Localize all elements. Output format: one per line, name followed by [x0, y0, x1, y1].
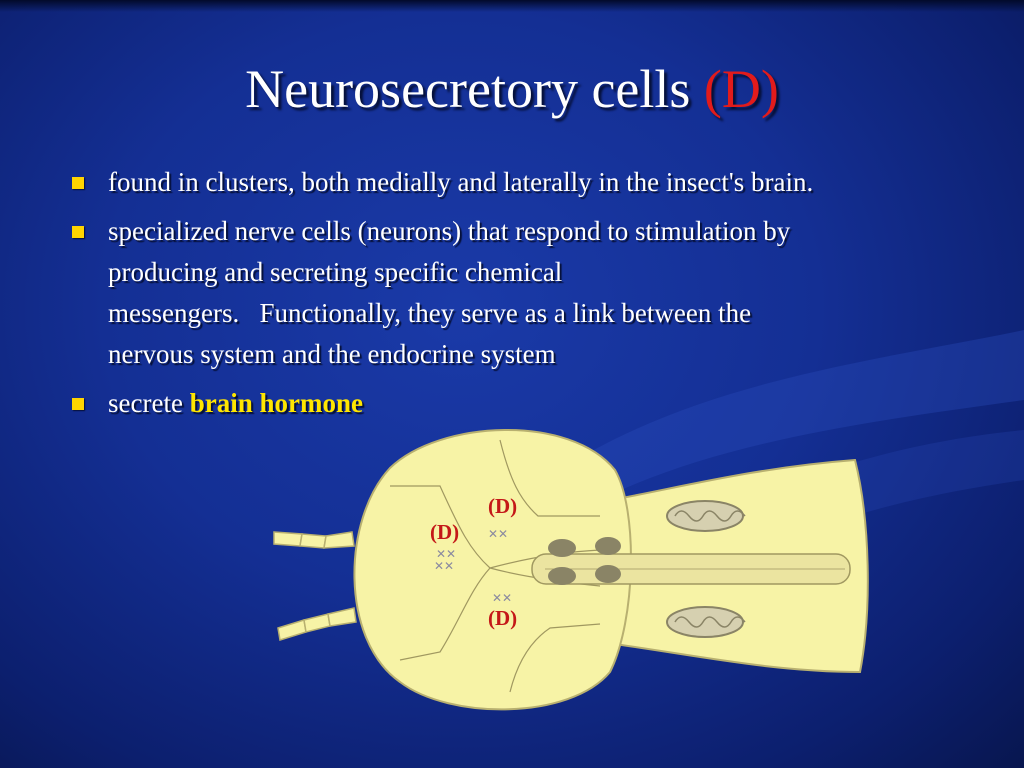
- cell-markers: ✕✕ ✕✕ ✕✕ ✕✕: [434, 527, 512, 605]
- label-d-upper: (D): [488, 494, 518, 518]
- slide-title: Neurosecretory cells (D): [0, 58, 1024, 120]
- bullet-marker: [72, 177, 84, 189]
- gland-lower: [666, 606, 746, 638]
- bullet-list: found in clusters, both medially and lat…: [70, 162, 980, 432]
- ventral-nerve-cord: [531, 537, 851, 585]
- title-accent-text: (D): [703, 59, 779, 119]
- bullet-text-line: producing and secreting specific chemica…: [108, 257, 563, 287]
- title-main-text: Neurosecretory cells: [245, 59, 691, 119]
- insect-brain-diagram: ✕✕ ✕✕ ✕✕ ✕✕ (D) (D) (D): [270, 420, 880, 720]
- bullet-prefix: secrete: [108, 388, 190, 418]
- bullet-text: found in clusters, both medially and lat…: [108, 167, 814, 197]
- bullet-text-line: messengers. Functionally, they serve as …: [108, 298, 752, 328]
- svg-text:✕✕: ✕✕: [488, 527, 508, 541]
- head-capsule: [353, 429, 632, 711]
- svg-text:✕✕: ✕✕: [492, 591, 512, 605]
- slide-top-band: [0, 0, 1024, 12]
- bullet-item-secrete: secrete brain hormone: [70, 383, 980, 424]
- brain-hormone-highlight: brain hormone: [189, 388, 363, 418]
- gland-upper: [666, 500, 746, 532]
- label-d-left: (D): [430, 520, 460, 544]
- bullet-text-line: nervous system and the endocrine system: [108, 339, 556, 369]
- bullet-marker: [72, 226, 84, 238]
- bullet-item-specialized: specialized nerve cells (neurons) that r…: [70, 211, 980, 375]
- insect-brain-illustration: ✕✕ ✕✕ ✕✕ ✕✕: [273, 429, 869, 711]
- antenna-lower: [277, 607, 357, 641]
- antenna-upper: [273, 531, 355, 549]
- label-d-lower: (D): [488, 606, 518, 630]
- bullet-marker: [72, 398, 84, 410]
- bullet-text-line: specialized nerve cells (neurons) that r…: [108, 216, 791, 246]
- svg-text:✕✕: ✕✕: [434, 559, 454, 573]
- svg-text:✕✕: ✕✕: [436, 547, 456, 561]
- bullet-item-clusters: found in clusters, both medially and lat…: [70, 162, 980, 203]
